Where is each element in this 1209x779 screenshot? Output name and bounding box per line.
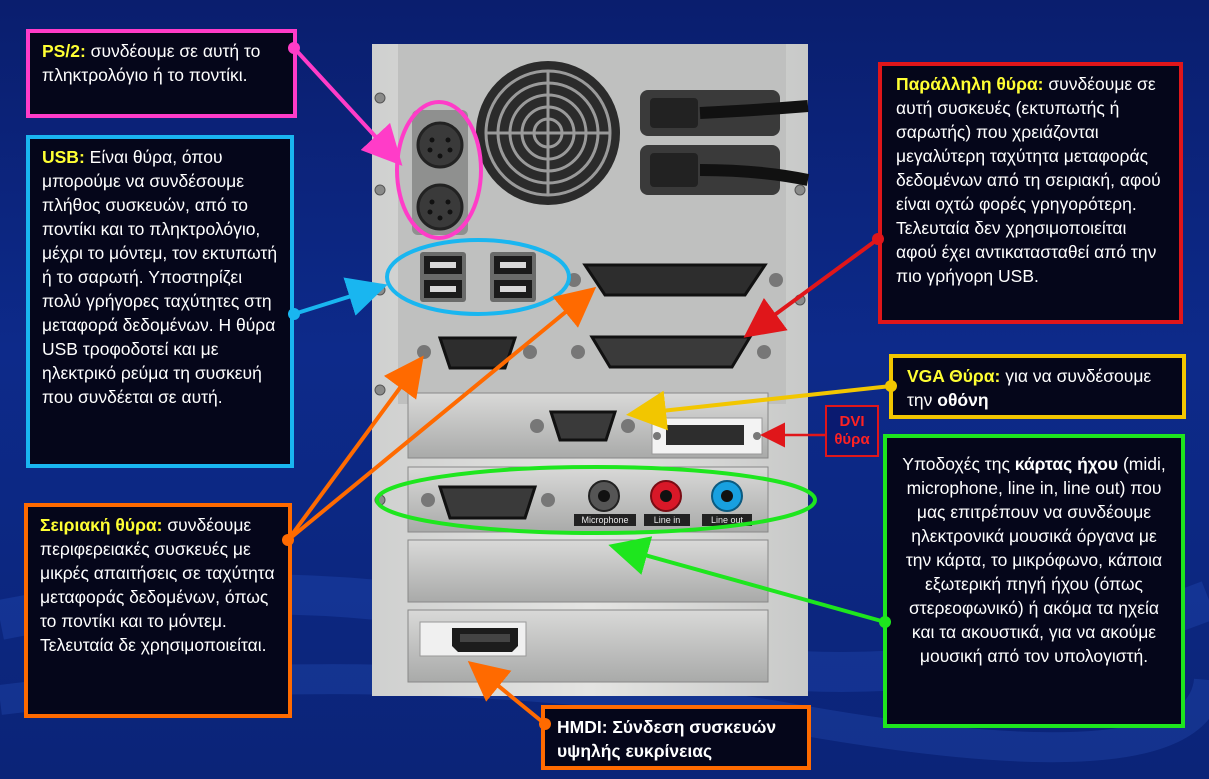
fan-grill xyxy=(476,61,620,205)
ps2-label-box: PS/2: συνδέουμε σε αυτή το πληκτρολόγιο … xyxy=(26,29,297,118)
line-out-label: Line out xyxy=(711,515,744,525)
dvi-label-line1: DVI xyxy=(839,413,865,430)
hdmi-label-text: HMDI: Σύνδεση συσκευών υψηλής ευκρίνειας xyxy=(557,717,777,761)
line-in-label: Line in xyxy=(654,515,681,525)
usb-label-text: Είναι θύρα, όπου μπορούμε να συνδέσουμε … xyxy=(42,147,278,407)
vga-label-box: VGA Θύρα: για να συνδέσουμε την οθόνη xyxy=(889,354,1186,419)
usb-label-box: USB: Είναι θύρα, όπου μπορούμε να συνδέσ… xyxy=(26,135,294,468)
parallel-label-text: συνδέουμε σε αυτή συσκευές (εκτυπωτής ή … xyxy=(896,74,1161,286)
ps2-highlight-oval xyxy=(395,100,483,240)
ps2-label-text: συνδέουμε σε αυτή το πληκτρολόγιο ή το π… xyxy=(42,41,261,85)
dvi-label-line2: θύρα xyxy=(834,431,870,448)
usb-label-key: USB: xyxy=(42,147,85,167)
dvi-port xyxy=(651,417,763,455)
audio-jacks: Microphone Line in Line out xyxy=(574,480,752,526)
power-sockets xyxy=(640,90,810,195)
usb-ports xyxy=(420,252,536,302)
vga-label-key: VGA Θύρα: xyxy=(907,366,1001,386)
hdmi-label-box: HMDI: Σύνδεση συσκευών υψηλής ευκρίνειας xyxy=(541,705,811,770)
serial-label-text: συνδέουμε περιφερειακές συσκευές με μικρ… xyxy=(40,515,275,655)
sound-label-bold: κάρτας ήχου xyxy=(1014,454,1119,474)
microphone-label: Microphone xyxy=(581,515,628,525)
sound-label-text2: (midi, microphone, line in, line out) πο… xyxy=(905,454,1166,666)
serial-label-key: Σειριακή θύρα: xyxy=(40,515,163,535)
ps2-label-key: PS/2: xyxy=(42,41,86,61)
hdmi-port xyxy=(419,621,527,657)
parallel-label-key: Παράλληλη θύρα: xyxy=(896,74,1044,94)
vga-label-text: για να συνδέσουμε την xyxy=(907,366,1152,410)
sound-label-box: Υποδοχές της κάρτας ήχου (midi, micropho… xyxy=(883,434,1185,728)
sound-label-text1: Υποδοχές της xyxy=(902,454,1015,474)
vga-label-bold: οθόνη xyxy=(937,390,989,410)
dvi-label-box: DVI θύρα xyxy=(825,405,879,457)
db25-port xyxy=(571,335,771,369)
ps2-ports xyxy=(412,110,468,235)
parallel-label-box: Παράλληλη θύρα: συνδέουμε σε αυτή συσκευ… xyxy=(878,62,1183,324)
serial-label-box: Σειριακή θύρα: συνδέουμε περιφερειακές σ… xyxy=(24,503,292,718)
